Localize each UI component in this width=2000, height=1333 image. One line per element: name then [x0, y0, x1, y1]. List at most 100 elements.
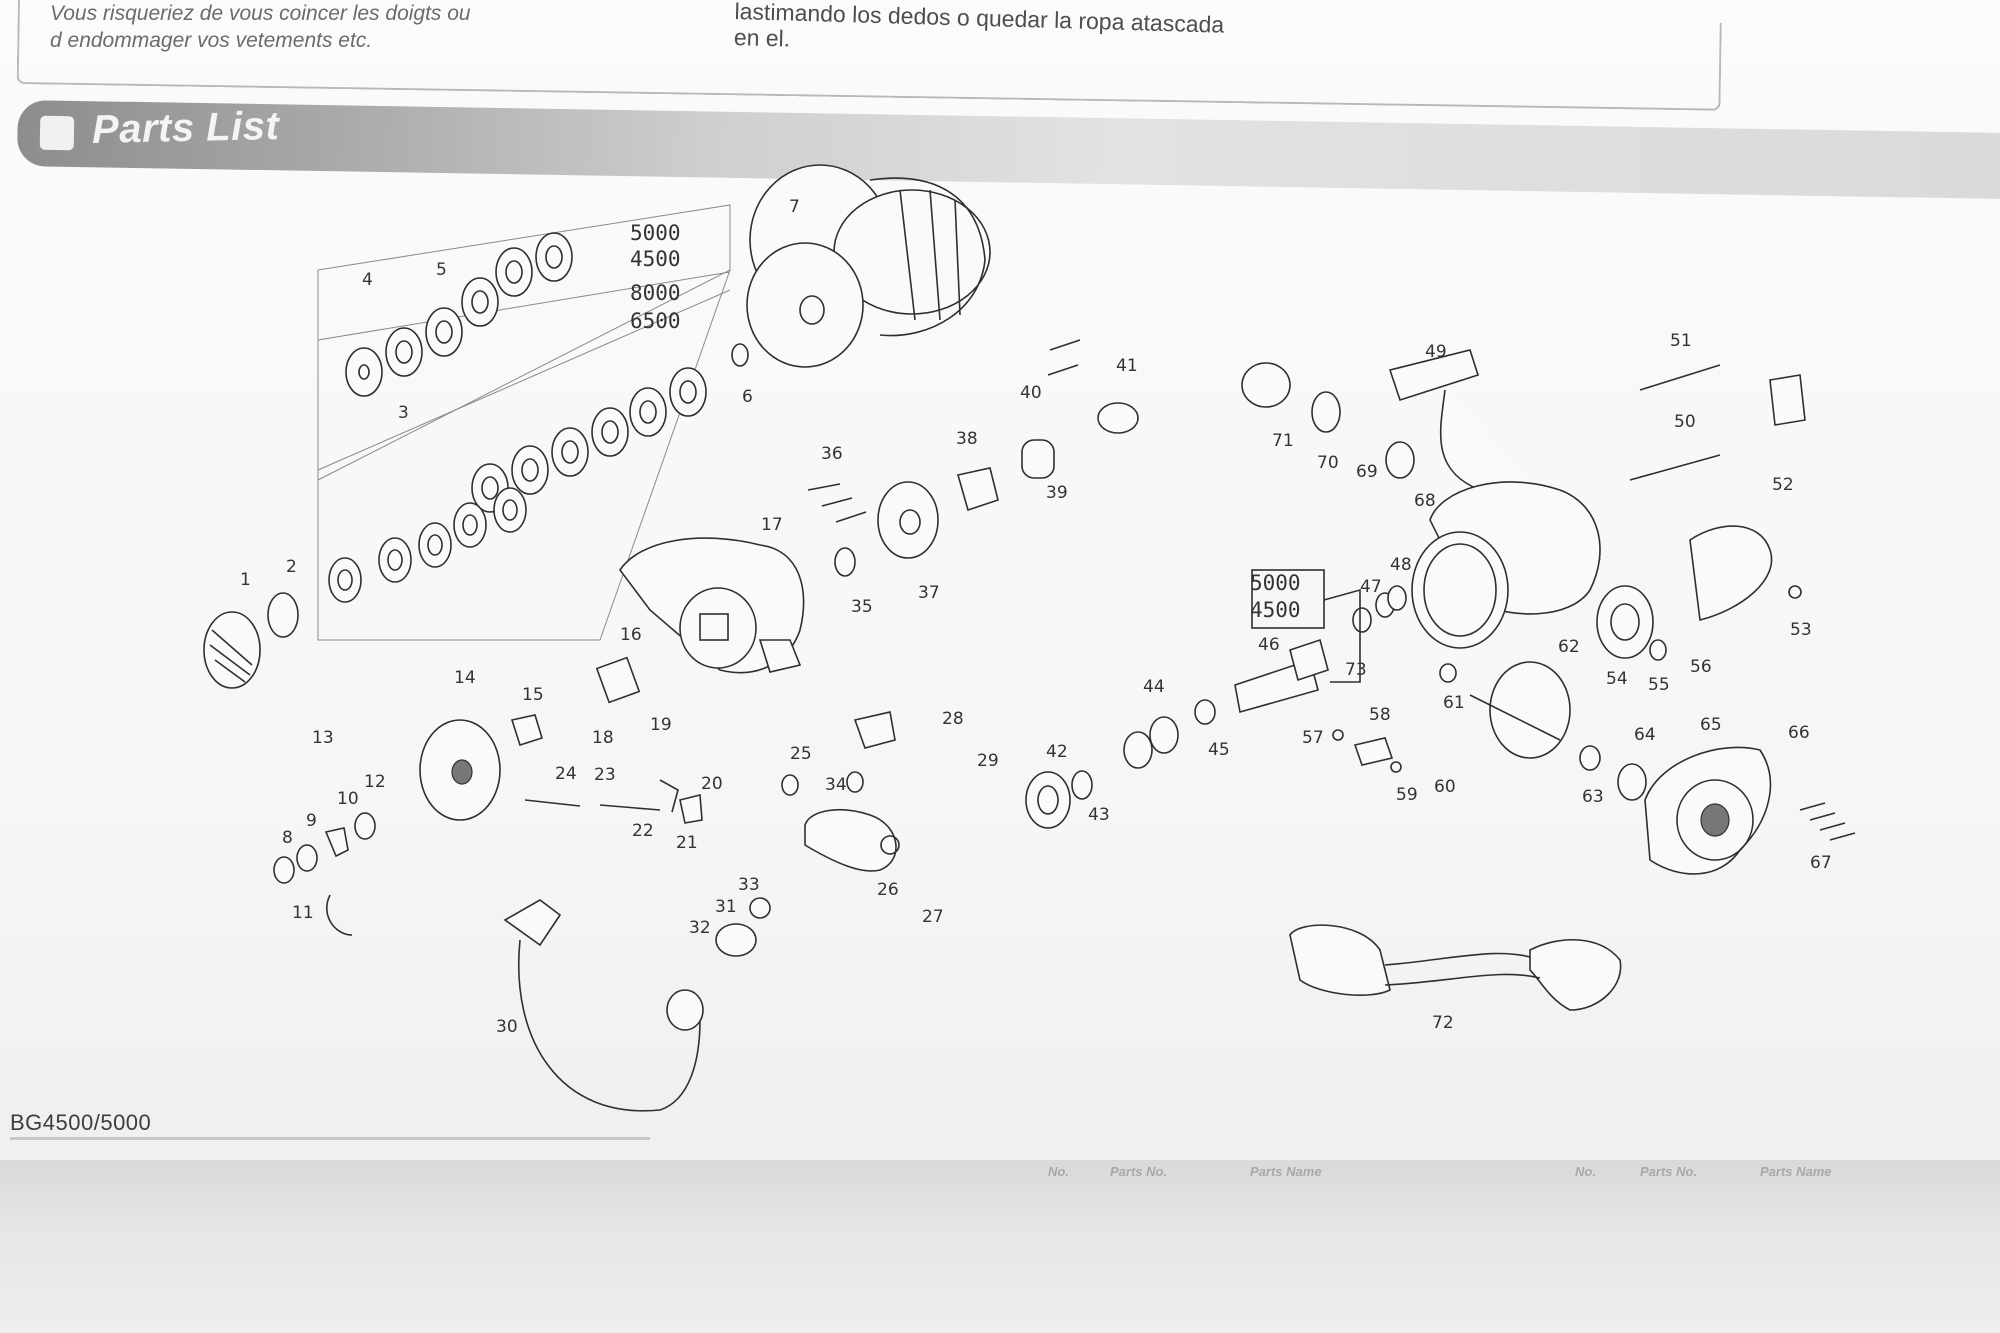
part-callout-34: 34: [825, 775, 847, 795]
part-callout-51: 51: [1670, 331, 1692, 351]
part-callout-43: 43: [1088, 805, 1110, 825]
part-callout-59: 59: [1396, 785, 1418, 805]
part-callout-55: 55: [1648, 675, 1670, 695]
part-callout-5: 5: [436, 260, 447, 280]
part-callout-45: 45: [1208, 740, 1230, 760]
warning-french: Vous risqueriez de vous coincer les doig…: [50, 0, 471, 54]
gear-size-box: [1251, 569, 1361, 683]
part-callout-57: 57: [1302, 728, 1324, 748]
part-callout-11: 11: [292, 903, 314, 923]
part-callout-35: 35: [851, 597, 873, 617]
part-callout-39: 39: [1046, 483, 1068, 503]
drive-gear: [1439, 585, 1667, 801]
part-callout-52: 52: [1772, 475, 1794, 495]
part-callout-21: 21: [676, 833, 698, 853]
spool-size-4500: 4500: [630, 247, 681, 271]
reel-body: [1241, 349, 1601, 649]
part-callout-2: 2: [286, 557, 297, 577]
part-callout-16: 16: [620, 625, 642, 645]
bail-arm: [781, 711, 900, 872]
part-callout-3: 3: [398, 403, 409, 423]
lower-page-shadow: [0, 1160, 2000, 1333]
part-callout-58: 58: [1369, 705, 1391, 725]
part-callout-54: 54: [1606, 669, 1628, 689]
part-callout-69: 69: [1356, 462, 1378, 482]
part-callout-10: 10: [337, 789, 359, 809]
part-callout-47: 47: [1360, 577, 1382, 597]
gear-size-4500: 4500: [1250, 598, 1301, 622]
part-callout-70: 70: [1317, 453, 1339, 473]
part-callout-12: 12: [364, 772, 386, 792]
part-callout-48: 48: [1390, 555, 1412, 575]
bail-wire: [503, 897, 771, 1112]
part-callout-33: 33: [738, 875, 760, 895]
part-callout-61: 61: [1443, 693, 1465, 713]
spool-size-6500: 6500: [630, 309, 681, 333]
gear-size-5000: 5000: [1250, 571, 1301, 595]
part-callout-31: 31: [715, 897, 737, 917]
spool-size-8000: 8000: [630, 281, 681, 305]
part-callout-40: 40: [1020, 383, 1042, 403]
model-number: BG4500/5000: [10, 1110, 152, 1135]
rotor-nut-assembly: [807, 339, 1139, 577]
part-callout-67: 67: [1810, 853, 1832, 873]
table-header-no-1: No.: [1048, 1164, 1069, 1179]
spool-washers-bottom: [328, 487, 527, 603]
part-callout-18: 18: [592, 728, 614, 748]
rotor: [619, 537, 805, 674]
part-callout-53: 53: [1790, 620, 1812, 640]
table-header-no-2: No.: [1575, 1164, 1596, 1179]
spool-size-5000: 5000: [630, 221, 681, 245]
part-callout-30: 30: [496, 1017, 518, 1037]
part-callout-49: 49: [1425, 342, 1447, 362]
part-callout-37: 37: [918, 583, 940, 603]
bail-assembly: [273, 656, 703, 936]
table-header-part-no-2: Parts No.: [1640, 1164, 1698, 1179]
part-callout-50: 50: [1674, 412, 1696, 432]
part-callout-4: 4: [362, 270, 373, 290]
part-callout-28: 28: [942, 709, 964, 729]
part-callout-22: 22: [632, 821, 654, 841]
part-callout-72: 72: [1432, 1013, 1454, 1033]
part-callout-46: 46: [1258, 635, 1280, 655]
part-callout-62: 62: [1558, 637, 1580, 657]
oscillation-slider: [1629, 364, 1806, 621]
part-callout-65: 65: [1700, 715, 1722, 735]
part-callout-26: 26: [877, 880, 899, 900]
spool-washers-top: [345, 232, 573, 397]
part-callout-7: 7: [789, 197, 800, 217]
spool-washer-group-frame: [317, 204, 731, 641]
part-callout-6: 6: [742, 387, 753, 407]
warning-french-line-1: Vous risqueriez de vous coincer les doig…: [50, 2, 471, 25]
part-callout-24: 24: [555, 764, 577, 784]
part-callout-56: 56: [1690, 657, 1712, 677]
part-callout-44: 44: [1143, 677, 1165, 697]
part-callout-42: 42: [1046, 742, 1068, 762]
part-callout-63: 63: [1582, 787, 1604, 807]
part-callout-19: 19: [650, 715, 672, 735]
part-callout-14: 14: [454, 668, 476, 688]
table-header-part-name-2: Parts Name: [1760, 1164, 1832, 1179]
part-callout-36: 36: [821, 444, 843, 464]
gear-train: [1025, 699, 1216, 829]
part-callout-38: 38: [956, 429, 978, 449]
part-callout-66: 66: [1788, 723, 1810, 743]
part-callout-13: 13: [312, 728, 334, 748]
part-callout-32: 32: [689, 918, 711, 938]
part-callout-1: 1: [240, 570, 251, 590]
part-callout-64: 64: [1634, 725, 1656, 745]
part-callout-15: 15: [522, 685, 544, 705]
handle: [1289, 924, 1622, 1011]
model-underline: [10, 1137, 650, 1140]
part-callout-8: 8: [282, 828, 293, 848]
part-callout-9: 9: [306, 811, 317, 831]
pinion-gear: [1234, 585, 1407, 714]
part-callout-17: 17: [761, 515, 783, 535]
part-callout-27: 27: [922, 907, 944, 927]
part-callout-60: 60: [1434, 777, 1456, 797]
part-callout-25: 25: [790, 744, 812, 764]
drag-knob: [203, 592, 299, 689]
